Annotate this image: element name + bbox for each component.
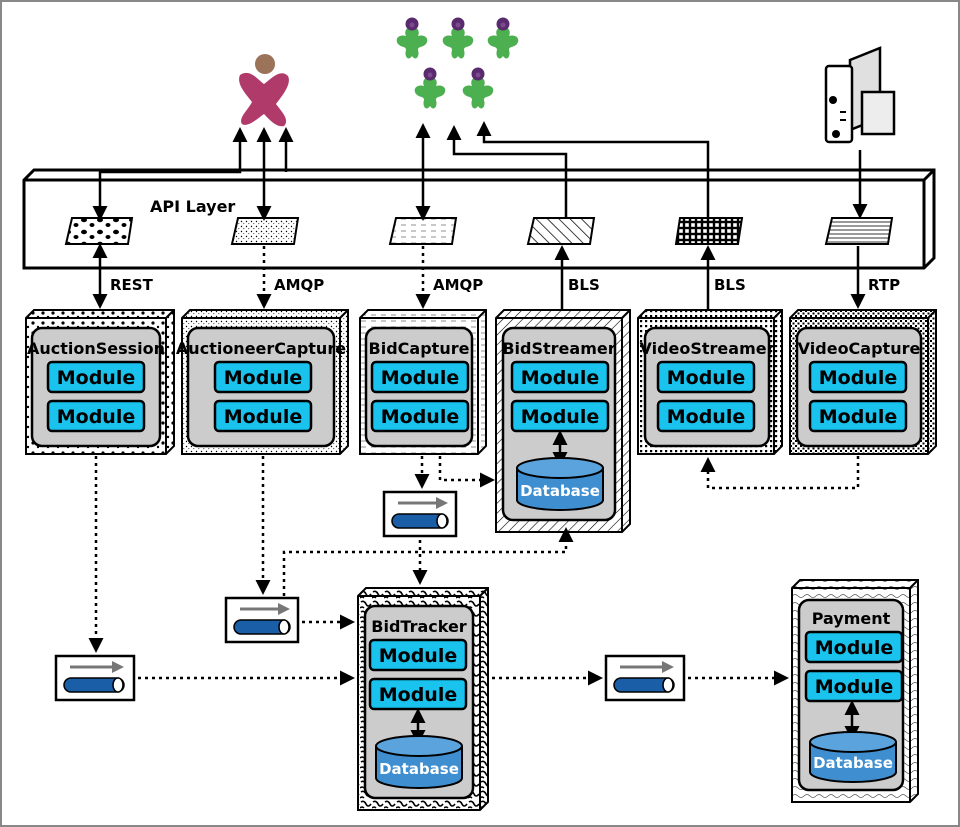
- service-title: VideoCapture: [798, 339, 921, 358]
- module-box: [656, 360, 756, 394]
- conn-label-rest: REST: [110, 276, 154, 294]
- conn-label-rtp: RTP: [868, 276, 900, 294]
- module-box: [213, 399, 313, 433]
- module-box: [808, 399, 908, 433]
- module-box: [46, 360, 146, 394]
- queue-auction-session: [54, 654, 136, 702]
- service-title: BidStreamer: [502, 339, 615, 358]
- module-box: [370, 399, 470, 433]
- endpoint-bid-capture: [388, 217, 458, 245]
- module-label: Module: [521, 406, 600, 428]
- service-auctioneer-capture: AuctioneerCapture Module Module: [176, 309, 349, 455]
- endpoint-bid-streamer: [526, 217, 596, 245]
- module-label: Module: [815, 676, 894, 698]
- module-box: [510, 360, 610, 394]
- database-label: Database: [813, 754, 893, 772]
- module-label: Module: [521, 367, 600, 389]
- module-box: [46, 399, 146, 433]
- queue-payment: [604, 654, 686, 702]
- module-label: Module: [381, 406, 460, 428]
- service-title: AuctioneerCapture: [176, 339, 346, 358]
- database-label: Database: [379, 760, 459, 778]
- module-box: [213, 360, 313, 394]
- module-box: [370, 360, 470, 394]
- bidders-group: [396, 17, 519, 109]
- module-label: Module: [819, 367, 898, 389]
- database-icon: Database: [809, 731, 897, 783]
- database-label: Database: [520, 482, 600, 500]
- api-layer-label: API Layer: [150, 197, 235, 216]
- conn-label-amqp-auctioneer: AMQP: [274, 276, 324, 294]
- module-label: Module: [224, 367, 303, 389]
- module-box: [368, 638, 468, 672]
- service-bid-capture: BidCapture Module Module: [359, 309, 487, 455]
- module-box: [808, 360, 908, 394]
- service-title: AuctionSession: [27, 339, 165, 358]
- module-label: Module: [379, 684, 458, 706]
- api-layer: API Layer: [22, 168, 936, 270]
- message-flows: [88, 456, 860, 686]
- auctioneer-figure: [239, 54, 289, 127]
- database-icon: Database: [516, 457, 604, 511]
- service-bid-streamer: BidStreamer Module Module Database: [495, 309, 631, 533]
- module-label: Module: [57, 406, 136, 428]
- module-label: Module: [57, 367, 136, 389]
- endpoint-video-capture: [824, 217, 894, 245]
- database-icon: Database: [375, 735, 463, 789]
- module-box: [804, 630, 904, 664]
- module-box: [656, 399, 756, 433]
- service-title: BidCapture: [369, 339, 470, 358]
- service-auction-session: AuctionSession Module Module: [25, 309, 175, 455]
- module-label: Module: [224, 406, 303, 428]
- actor-connectors: [92, 121, 868, 221]
- conn-label-bls-video: BLS: [714, 276, 746, 294]
- endpoint-auctioneer-capture: [230, 217, 300, 245]
- service-video-capture: VideoCapture Module Module: [789, 309, 937, 455]
- module-label: Module: [667, 367, 746, 389]
- queue-auctioneer: [224, 596, 300, 644]
- service-video-streamer: VideoStreamer Module Module: [637, 309, 783, 455]
- service-payment: Payment Module Module Database: [791, 579, 919, 803]
- module-label: Module: [815, 637, 894, 659]
- api-service-connectors: [92, 243, 866, 310]
- module-label: Module: [379, 645, 458, 667]
- queue-bid-capture: [382, 490, 458, 538]
- module-label: Module: [381, 367, 460, 389]
- service-bid-tracker: BidTracker Module Module Database: [357, 587, 489, 811]
- video-camera-icon: [824, 46, 896, 144]
- conn-label-amqp-bid: AMQP: [433, 276, 483, 294]
- module-label: Module: [667, 406, 746, 428]
- endpoint-video-streamer: [674, 217, 744, 245]
- service-title: BidTracker: [371, 617, 467, 636]
- endpoint-auction-session: [64, 217, 134, 245]
- conn-label-bls-bid: BLS: [568, 276, 600, 294]
- service-title: Payment: [812, 609, 891, 628]
- module-label: Module: [819, 406, 898, 428]
- service-title: VideoStreamer: [639, 339, 774, 358]
